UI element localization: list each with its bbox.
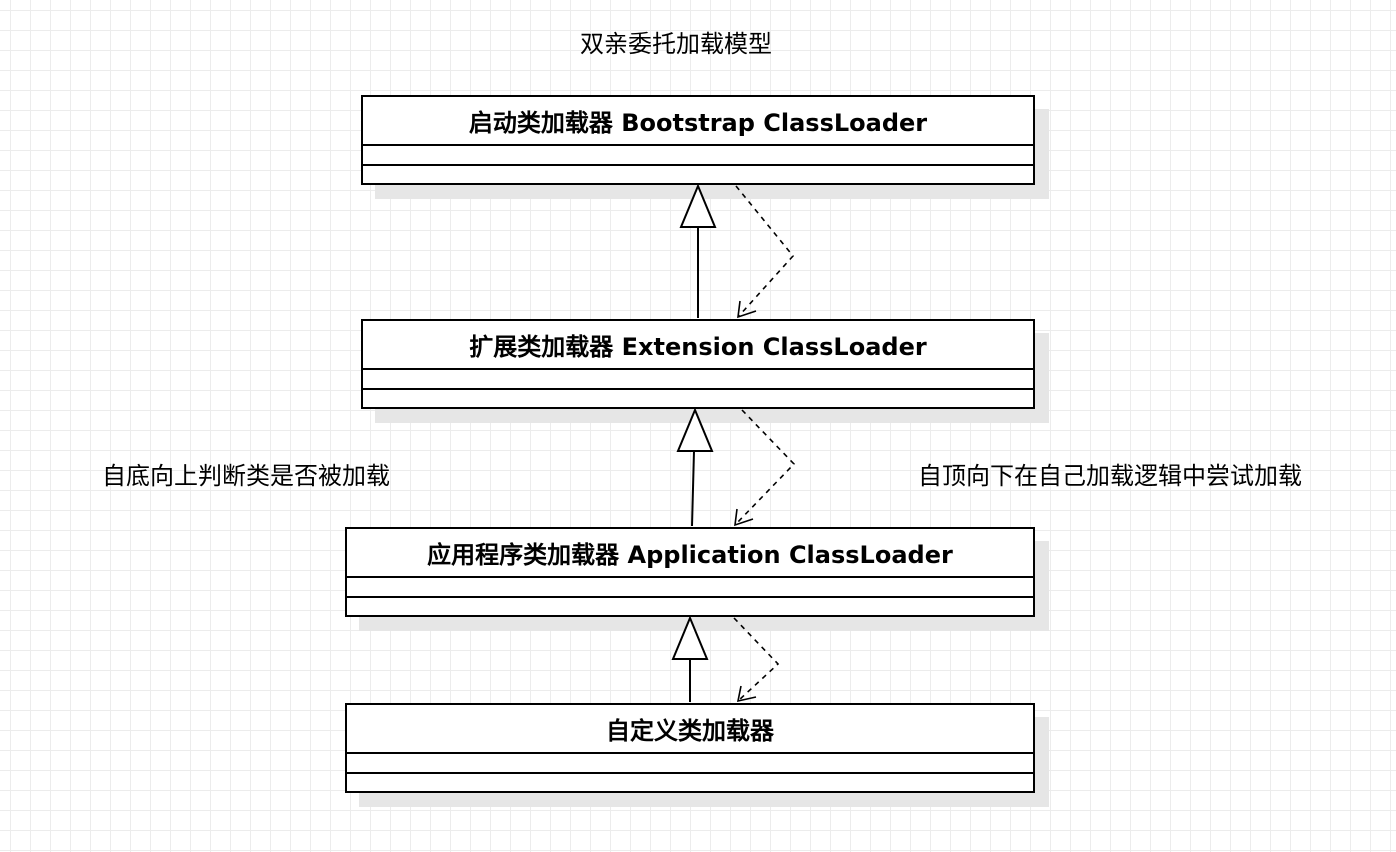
class-name: 启动类加载器 Bootstrap ClassLoader bbox=[363, 97, 1033, 146]
class-attributes-section bbox=[347, 578, 1033, 598]
class-name: 扩展类加载器 Extension ClassLoader bbox=[363, 321, 1033, 370]
inheritance-arrow-extension-to-bootstrap bbox=[679, 183, 717, 318]
class-box-extension[interactable]: 扩展类加载器 Extension ClassLoader bbox=[361, 319, 1035, 409]
class-attributes-section bbox=[363, 370, 1033, 390]
class-name: 自定义类加载器 bbox=[347, 705, 1033, 754]
inheritance-arrow-custom-to-application bbox=[671, 615, 709, 702]
class-attributes-section bbox=[347, 754, 1033, 774]
inheritance-arrow-application-to-extension bbox=[676, 407, 714, 527]
top-down-label: 自顶向下在自己加载逻辑中尝试加载 bbox=[918, 462, 1302, 490]
class-box-custom[interactable]: 自定义类加载器 bbox=[345, 703, 1035, 793]
delegation-arrow-application-to-custom bbox=[733, 617, 780, 703]
bottom-up-label: 自底向上判断类是否被加载 bbox=[102, 462, 390, 490]
delegation-arrow-extension-to-application bbox=[734, 409, 796, 527]
delegation-arrow-bootstrap-to-extension bbox=[735, 185, 795, 319]
class-name: 应用程序类加载器 Application ClassLoader bbox=[347, 529, 1033, 578]
class-attributes-section bbox=[363, 146, 1033, 166]
diagram-title: 双亲委托加载模型 bbox=[580, 30, 772, 58]
